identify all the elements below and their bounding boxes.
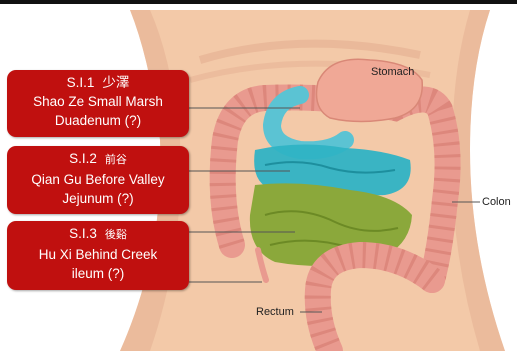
callout-si1-header: S.I.1 少澤 xyxy=(7,73,189,92)
callout-si2-code: S.I.2 xyxy=(69,151,97,166)
callout-si2-organ: Jejunum (?) xyxy=(7,189,189,208)
callout-si1-name: Shao Ze Small Marsh xyxy=(7,92,189,111)
callout-si2-name: Qian Gu Before Valley xyxy=(7,170,189,189)
rectum-label: Rectum xyxy=(256,306,294,318)
callout-si1: S.I.1 少澤 Shao Ze Small Marsh Duadenum (?) xyxy=(7,70,189,137)
callout-si3-chinese: 後谿 xyxy=(105,229,127,241)
callout-si1-organ: Duadenum (?) xyxy=(7,111,189,130)
callout-si2-chinese: 前谷 xyxy=(105,154,127,166)
callout-si2: S.I.2 前谷 Qian Gu Before Valley Jejunum (?… xyxy=(7,146,189,214)
callout-si3-organ: ileum (?) xyxy=(7,264,189,283)
stomach-label: Stomach xyxy=(371,66,414,78)
callout-si2-header: S.I.2 前谷 xyxy=(7,149,189,170)
callout-si1-chinese: 少澤 xyxy=(102,75,129,90)
callout-si1-code: S.I.1 xyxy=(67,75,95,90)
callout-si3-name: Hu Xi Behind Creek xyxy=(7,245,189,264)
colon-label: Colon xyxy=(482,196,511,208)
callout-si3-header: S.I.3 後谿 xyxy=(7,224,189,245)
callout-si3: S.I.3 後谿 Hu Xi Behind Creek ileum (?) xyxy=(7,221,189,290)
callout-si3-code: S.I.3 xyxy=(69,226,97,241)
